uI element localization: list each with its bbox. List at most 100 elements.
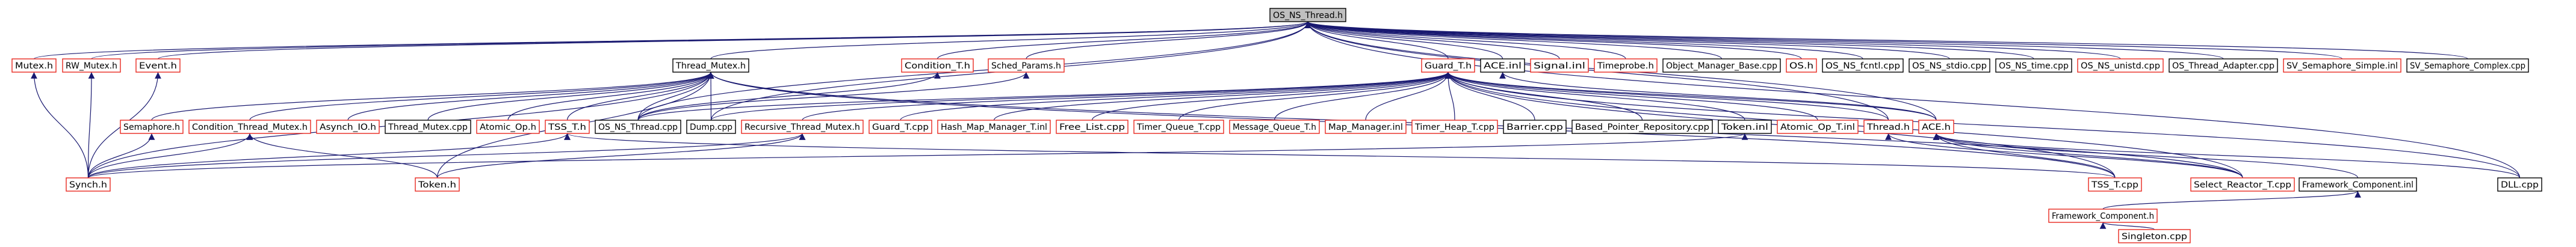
node-select-reactor-t-cpp[interactable]: Select_Reactor_T.cpp — [2190, 177, 2295, 192]
node-os-ns-thread-h[interactable]: OS_NS_Thread.h — [1269, 8, 1346, 22]
node-box[interactable] — [1411, 120, 1498, 134]
node-timeprobe-h[interactable]: Timeprobe.h — [1594, 58, 1658, 73]
node-box[interactable] — [1056, 120, 1129, 134]
node-asynch-io-h[interactable]: Asynch_IO.h — [316, 120, 380, 134]
node-os-thread-adapter-cpp[interactable]: OS_Thread_Adapter.cpp — [2169, 58, 2278, 73]
node-guard-t-h[interactable]: Guard_T.h — [1421, 58, 1475, 73]
node-rw-mutex-h[interactable]: RW_Mutex.h — [62, 58, 121, 73]
node-box[interactable] — [1530, 58, 1589, 73]
node-based-pointer-repository-cpp[interactable]: Based_Pointer_Repository.cpp — [1571, 120, 1713, 134]
node-sv-semaphore-complex-cpp[interactable]: SV_Semaphore_Complex.cpp — [2406, 58, 2529, 73]
node-dll-cpp[interactable]: DLL.cpp — [2497, 177, 2542, 192]
node-box[interactable] — [66, 177, 111, 192]
node-mutex-h[interactable]: Mutex.h — [11, 58, 57, 73]
node-recursive-thread-mutex-h[interactable]: Recursive_Thread_Mutex.h — [741, 120, 864, 134]
node-free-list-cpp[interactable]: Free_List.cpp — [1056, 120, 1129, 134]
node-ace-inl[interactable]: ACE.inl — [1480, 58, 1525, 73]
node-os-ns-thread-cpp[interactable]: OS_NS_Thread.cpp — [595, 120, 681, 134]
node-box[interactable] — [1918, 120, 1954, 134]
node-box[interactable] — [1594, 58, 1658, 73]
node-box[interactable] — [672, 58, 749, 73]
node-token-h[interactable]: Token.h — [415, 177, 460, 192]
node-dump-cpp[interactable]: Dump.cpp — [686, 120, 736, 134]
node-box[interactable] — [1480, 58, 1525, 73]
node-hash-map-manager-t-inl[interactable]: Hash_Map_Manager_T.inl — [937, 120, 1051, 134]
node-tss-t-h[interactable]: TSS_T.h — [545, 120, 590, 134]
node-box[interactable] — [2299, 177, 2417, 192]
node-framework-component-inl[interactable]: Framework_Component.inl — [2299, 177, 2417, 192]
node-tss-t-cpp[interactable]: TSS_T.cpp — [2088, 177, 2142, 192]
node-box[interactable] — [1995, 58, 2072, 73]
node-box[interactable] — [1571, 120, 1713, 134]
node-box[interactable] — [1229, 120, 1320, 134]
node-box[interactable] — [901, 58, 974, 73]
node-box[interactable] — [1325, 120, 1407, 134]
node-box[interactable] — [2088, 177, 2142, 192]
node-signal-inl[interactable]: Signal.inl — [1530, 58, 1589, 73]
node-atomic-op-h[interactable]: Atomic_Op.h — [476, 120, 540, 134]
node-box[interactable] — [1822, 58, 1904, 73]
node-semaphore-h[interactable]: Semaphore.h — [120, 120, 184, 134]
node-thread-mutex-cpp[interactable]: Thread_Mutex.cpp — [385, 120, 471, 134]
node-thread-h[interactable]: Thread.h — [1863, 120, 1913, 134]
node-ace-h[interactable]: ACE.h — [1918, 120, 1954, 134]
node-box[interactable] — [476, 120, 540, 134]
node-box[interactable] — [385, 120, 471, 134]
node-condition-t-h[interactable]: Condition_T.h — [901, 58, 974, 73]
node-box[interactable] — [2406, 58, 2529, 73]
node-box[interactable] — [2118, 229, 2191, 243]
node-box[interactable] — [545, 120, 590, 134]
node-box[interactable] — [1863, 120, 1913, 134]
node-os-ns-time-cpp[interactable]: OS_NS_time.cpp — [1995, 58, 2072, 73]
node-box[interactable] — [2169, 58, 2278, 73]
node-box[interactable] — [188, 120, 311, 134]
node-timer-heap-t-cpp[interactable]: Timer_Heap_T.cpp — [1411, 120, 1498, 134]
node-box[interactable] — [1133, 120, 1224, 134]
node-box[interactable] — [1503, 120, 1567, 134]
node-message-queue-t-h[interactable]: Message_Queue_T.h — [1229, 120, 1320, 134]
node-box[interactable] — [316, 120, 380, 134]
node-condition-thread-mutex-h[interactable]: Condition_Thread_Mutex.h — [188, 120, 311, 134]
node-timer-queue-t-cpp[interactable]: Timer_Queue_T.cpp — [1133, 120, 1224, 134]
node-os-ns-unistd-cpp[interactable]: OS_NS_unistd.cpp — [2077, 58, 2164, 73]
node-event-h[interactable]: Event.h — [135, 58, 181, 73]
node-map-manager-inl[interactable]: Map_Manager.inl — [1325, 120, 1407, 134]
node-box[interactable] — [1421, 58, 1475, 73]
node-box[interactable] — [1777, 120, 1859, 134]
node-box[interactable] — [1909, 58, 1990, 73]
node-box[interactable] — [11, 58, 57, 73]
node-box[interactable] — [741, 120, 864, 134]
node-os-ns-stdio-cpp[interactable]: OS_NS_stdio.cpp — [1909, 58, 1990, 73]
node-sv-semaphore-simple-inl[interactable]: SV_Semaphore_Simple.inl — [2283, 58, 2401, 73]
node-box[interactable] — [1786, 58, 1817, 73]
node-box[interactable] — [1718, 120, 1772, 134]
node-box[interactable] — [2497, 177, 2542, 192]
node-box[interactable] — [2077, 58, 2164, 73]
node-object-manager-base-cpp[interactable]: Object_Manager_Base.cpp — [1662, 58, 1781, 73]
node-box[interactable] — [2283, 58, 2401, 73]
node-box[interactable] — [1269, 8, 1346, 22]
node-box[interactable] — [868, 120, 932, 134]
node-token-inl[interactable]: Token.inl — [1718, 120, 1772, 134]
node-thread-mutex-h[interactable]: Thread_Mutex.h — [672, 58, 749, 73]
node-box[interactable] — [135, 58, 181, 73]
node-synch-h[interactable]: Synch.h — [66, 177, 111, 192]
node-box[interactable] — [415, 177, 460, 192]
node-framework-component-h[interactable]: Framework_Component.h — [2048, 209, 2158, 223]
node-sched-params-h[interactable]: Sched_Params.h — [988, 58, 1065, 73]
node-atomic-op-t-inl[interactable]: Atomic_Op_T.inl — [1777, 120, 1859, 134]
node-box[interactable] — [2048, 209, 2158, 223]
node-box[interactable] — [2190, 177, 2295, 192]
node-guard-t-cpp[interactable]: Guard_T.cpp — [868, 120, 932, 134]
node-os-ns-fcntl-cpp[interactable]: OS_NS_fcntl.cpp — [1822, 58, 1904, 73]
node-os-h[interactable]: OS.h — [1786, 58, 1817, 73]
node-box[interactable] — [120, 120, 184, 134]
node-box[interactable] — [595, 120, 681, 134]
node-singleton-cpp[interactable]: Singleton.cpp — [2118, 229, 2191, 243]
node-box[interactable] — [937, 120, 1051, 134]
node-box[interactable] — [686, 120, 736, 134]
node-barrier-cpp[interactable]: Barrier.cpp — [1503, 120, 1567, 134]
node-box[interactable] — [988, 58, 1065, 73]
node-box[interactable] — [1662, 58, 1781, 73]
node-box[interactable] — [62, 58, 121, 73]
